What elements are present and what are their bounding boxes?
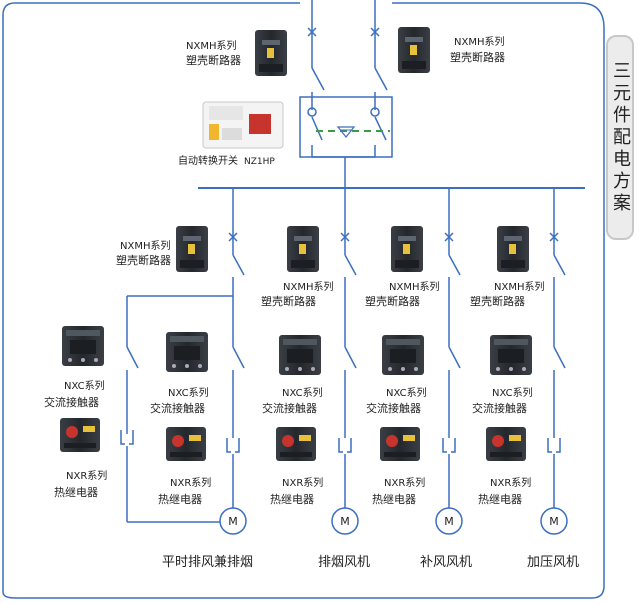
motor-1: M bbox=[219, 507, 247, 535]
branch-breaker-4 bbox=[497, 226, 529, 272]
main-breaker-right-label2: 塑壳断路器 bbox=[450, 50, 505, 64]
branch1-breaker-l1: NXMH系列 bbox=[120, 239, 170, 252]
motor-2-label: M bbox=[340, 515, 350, 528]
incoming-feeders bbox=[307, 0, 388, 110]
branch3-relay-l1: NXR系列 bbox=[384, 476, 425, 489]
contactor-2 bbox=[279, 335, 321, 375]
branch-breaker-3 bbox=[391, 226, 423, 272]
branch4-contactor-l2: 交流接触器 bbox=[472, 401, 527, 415]
branch3-contactor-l2: 交流接触器 bbox=[366, 401, 421, 415]
branch-feeders bbox=[120, 188, 566, 523]
fan-name-2: 排烟风机 bbox=[318, 555, 370, 570]
branch1-breaker-l2: 塑壳断路器 bbox=[116, 253, 171, 267]
motor-4-label: M bbox=[549, 515, 559, 528]
branch4-relay-l2: 热继电器 bbox=[478, 493, 522, 506]
branch4-contactor-l1: NXC系列 bbox=[492, 386, 533, 399]
relay-extra bbox=[60, 418, 100, 452]
main-breaker-left bbox=[255, 30, 287, 76]
branch2-contactor-l1: NXC系列 bbox=[282, 386, 323, 399]
branch4-breaker-l2: 塑壳断路器 bbox=[470, 294, 525, 308]
branch4-relay-l1: NXR系列 bbox=[490, 476, 531, 489]
branch2-relay-l1: NXR系列 bbox=[282, 476, 323, 489]
extra-contactor-l2: 交流接触器 bbox=[44, 395, 99, 409]
extra-relay-l2: 热继电器 bbox=[54, 486, 98, 499]
fan-name-3: 补风风机 bbox=[420, 555, 472, 570]
branch3-breaker-l2: 塑壳断路器 bbox=[365, 294, 420, 308]
ats-symbol bbox=[299, 96, 393, 187]
branch2-relay-l2: 热继电器 bbox=[270, 493, 314, 506]
branch4-breaker-l1: NXMH系列 bbox=[494, 280, 544, 293]
branch1-relay-l2: 热继电器 bbox=[158, 493, 202, 506]
branch1-relay-l1: NXR系列 bbox=[170, 476, 211, 489]
contactor-1 bbox=[166, 332, 208, 372]
main-breaker-left-label1: NXMH系列 bbox=[186, 39, 236, 52]
main-breaker-right bbox=[398, 27, 430, 73]
motor-3-label: M bbox=[444, 515, 454, 528]
ats-model: NZ1HP bbox=[244, 157, 275, 167]
contactor-3 bbox=[382, 335, 424, 375]
branch1-contactor-l2: 交流接触器 bbox=[150, 401, 205, 415]
extra-contactor-l1: NXC系列 bbox=[64, 379, 105, 392]
main-breaker-right-label1: NXMH系列 bbox=[454, 35, 504, 48]
fan-name-4: 加压风机 bbox=[527, 555, 579, 570]
main-breaker-left-label2: 塑壳断路器 bbox=[186, 53, 241, 67]
side-title-text: 三元件配电方案 bbox=[610, 60, 631, 215]
branch2-contactor-l2: 交流接触器 bbox=[262, 401, 317, 415]
branch-breaker-2 bbox=[287, 226, 319, 272]
relay-2 bbox=[276, 427, 316, 461]
branch2-breaker-l2: 塑壳断路器 bbox=[261, 294, 316, 308]
relay-3 bbox=[380, 427, 420, 461]
branch3-breaker-l1: NXMH系列 bbox=[389, 280, 439, 293]
motor-3: M bbox=[435, 507, 463, 535]
side-title-tab: 三元件配电方案 bbox=[606, 35, 634, 240]
branch-breaker-1 bbox=[176, 226, 208, 272]
branch3-contactor-l1: NXC系列 bbox=[386, 386, 427, 399]
branch1-contactor-l1: NXC系列 bbox=[168, 386, 209, 399]
contactor-extra bbox=[62, 326, 104, 366]
outer-frame bbox=[2, 2, 605, 599]
ats-label: 自动转换开关 bbox=[178, 154, 238, 167]
fan-name-1: 平时排风兼排烟 bbox=[162, 555, 253, 570]
relay-4 bbox=[486, 427, 526, 461]
contactor-4 bbox=[490, 335, 532, 375]
branch2-breaker-l1: NXMH系列 bbox=[283, 280, 333, 293]
motor-1-label: M bbox=[228, 515, 238, 528]
relay-1 bbox=[166, 427, 206, 461]
ats-device bbox=[202, 101, 284, 149]
motor-4: M bbox=[540, 507, 568, 535]
extra-relay-l1: NXR系列 bbox=[66, 469, 107, 482]
motor-2: M bbox=[331, 507, 359, 535]
branch3-relay-l2: 热继电器 bbox=[372, 493, 416, 506]
